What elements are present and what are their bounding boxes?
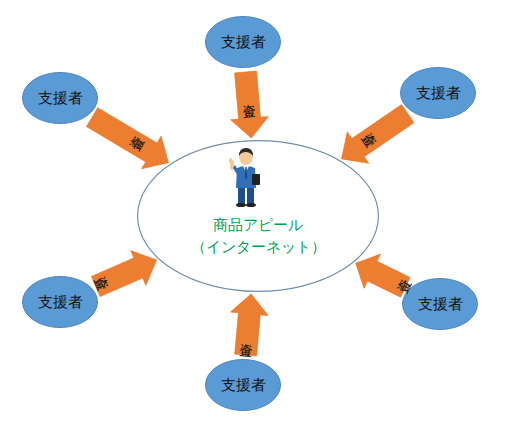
supporter-ellipse: 支援者 <box>402 278 478 330</box>
center-ellipse: 商品アピール（インターネット） <box>137 140 379 292</box>
text-group: 商品アピール（インターネット） <box>137 214 379 258</box>
node-text: （インターネット） <box>137 236 379 258</box>
businessman-illustration <box>226 146 266 208</box>
block-arrow <box>356 254 411 297</box>
node-text: 支援者 <box>205 359 281 411</box>
node-text: 支援者 <box>22 276 98 328</box>
block-arrow <box>231 71 269 138</box>
supporter-ellipse: 支援者 <box>205 16 281 68</box>
block-arrow <box>87 108 169 169</box>
node-text: 支援者 <box>402 278 478 330</box>
block-arrow <box>342 105 415 164</box>
node-text: 商品アピール <box>137 214 379 236</box>
node-text: 支援者 <box>22 72 98 124</box>
node-text: 支援者 <box>400 67 476 119</box>
supporter-ellipse: 支援者 <box>205 359 281 411</box>
supporter-ellipse: 支援者 <box>22 276 98 328</box>
block-arrow <box>91 251 156 297</box>
supporter-ellipse: 支援者 <box>400 67 476 119</box>
node-text: 支援者 <box>205 16 281 68</box>
block-arrow <box>230 294 268 356</box>
supporter-ellipse: 支援者 <box>22 72 98 124</box>
